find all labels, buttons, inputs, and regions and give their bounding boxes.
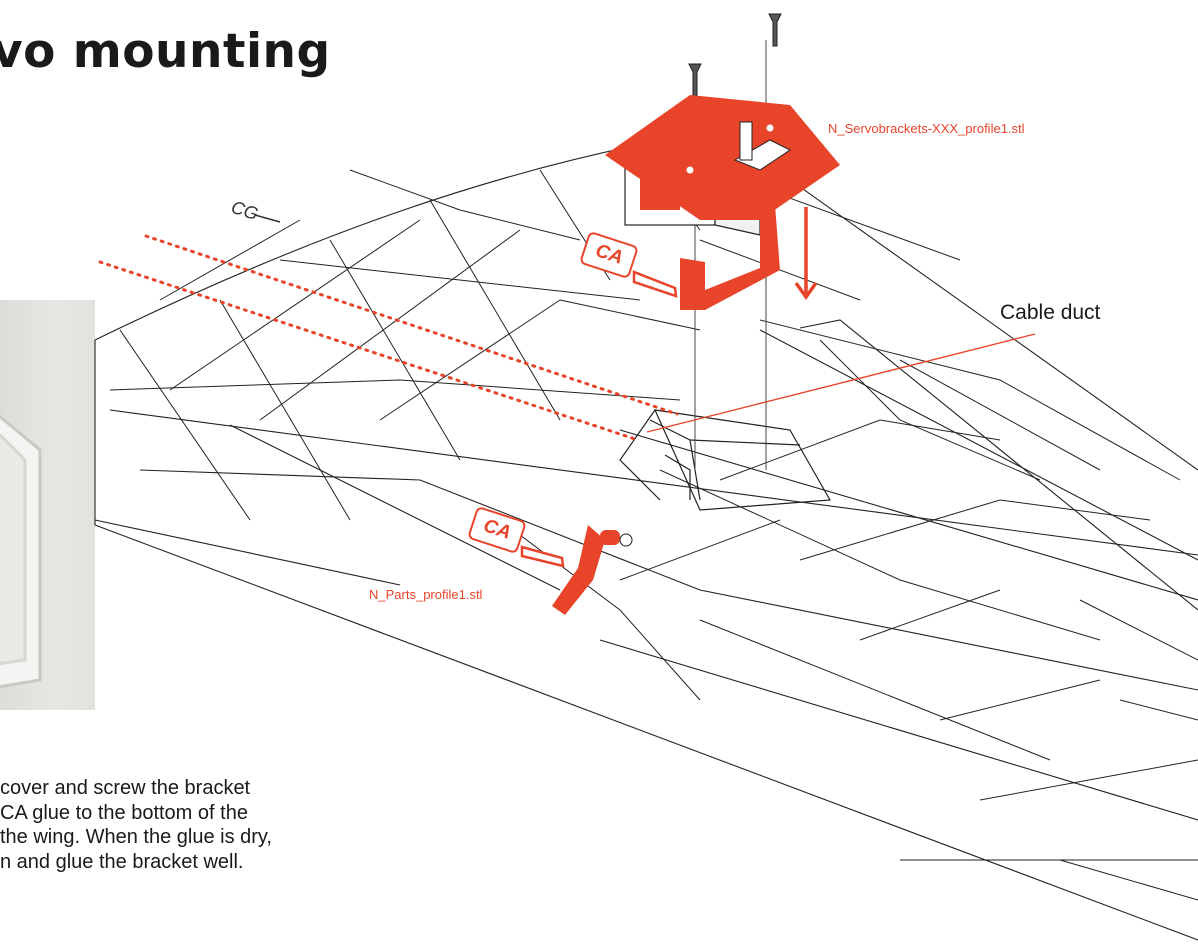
- screw-icon: [688, 13, 782, 97]
- glue-nozzle-icon: [520, 270, 678, 568]
- instruction-line: cover and screw the bracket: [0, 777, 251, 799]
- instruction-text: cover and screw the bracket CA glue to t…: [0, 776, 430, 874]
- wing-lattice: [109, 149, 1198, 901]
- cable-duct-leader: [646, 333, 1036, 433]
- wing-outline: [94, 129, 1198, 941]
- servo-pocket: [619, 409, 831, 511]
- down-arrow-icon: [794, 207, 818, 301]
- instruction-line: CA glue to the bottom of the: [0, 801, 248, 824]
- aileron-horn-part: [552, 525, 620, 615]
- page-heading: vo mounting: [0, 24, 331, 79]
- instruction-line: n and glue the bracket well.: [0, 850, 244, 873]
- servo-bracket-frame: [680, 205, 780, 310]
- cable-duct-label: Cable duct: [1000, 301, 1101, 324]
- parts-file-label: N_Parts_profile1.stl: [369, 587, 483, 602]
- instruction-line: the wing. When the glue is dry,: [0, 826, 272, 848]
- cg-mark: CG: [229, 197, 261, 224]
- cg-dotted-lines: [98, 234, 679, 442]
- bracket-photo: [0, 300, 95, 710]
- servo-bracket-plate: [605, 95, 840, 220]
- servo-bracket-file-label: N_Servobrackets-XXX_profile1.stl: [828, 121, 1025, 136]
